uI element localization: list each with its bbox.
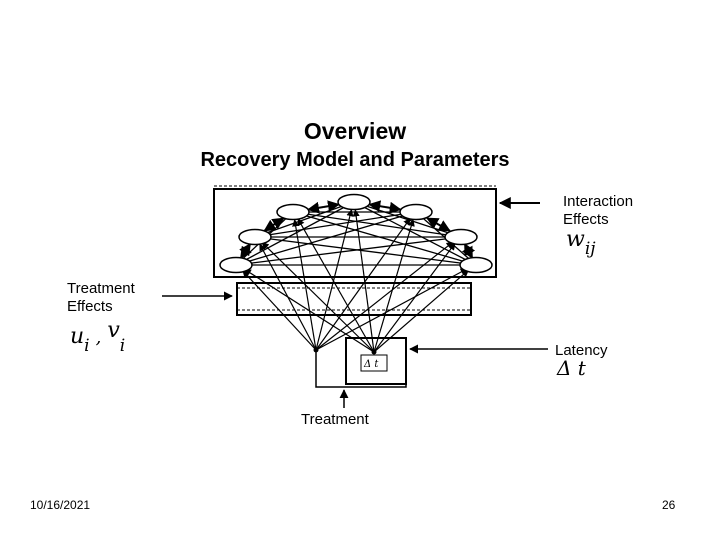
network-node — [337, 193, 371, 211]
symbol-separator: , — [96, 327, 102, 348]
neighbor-arrow — [368, 200, 386, 213]
treatment-effects-symbol: ui,vi — [70, 318, 125, 356]
interaction-edge — [254, 236, 477, 266]
v-symbol: v — [107, 318, 120, 343]
latency-label: Latency — [555, 342, 608, 359]
treatment-edge — [373, 218, 415, 353]
treatment-edge — [315, 217, 411, 351]
treatment-edge — [315, 209, 354, 351]
treatment-edge — [261, 242, 375, 353]
treatment-effects-label-line2: Effects — [67, 298, 113, 315]
treatment-label: Treatment — [301, 411, 370, 428]
slide-subtitle: Recovery Model and Parameters — [200, 149, 510, 171]
network-node — [276, 203, 310, 221]
neighbor-arrow — [426, 217, 440, 229]
interaction-edge — [292, 211, 462, 238]
v-sub: i — [120, 336, 125, 356]
interaction-symbol-sub: ij — [585, 239, 596, 259]
neighbor-arrow — [384, 201, 402, 214]
network-edges — [235, 200, 477, 353]
neighbor-arrow — [307, 201, 324, 214]
treatment-edge — [315, 241, 454, 351]
neighbor-arrow — [437, 220, 451, 232]
interaction-edge — [353, 201, 477, 266]
slide-title: Overview — [303, 118, 407, 144]
treatment-edge — [297, 218, 375, 353]
interaction-network-box — [213, 188, 497, 278]
neighbor-arrow — [323, 200, 340, 213]
treatment-effects-box — [236, 282, 472, 316]
network-nodes — [219, 193, 493, 355]
treatment-edge — [352, 209, 375, 353]
neighbor-arrow — [239, 245, 252, 259]
network-node — [399, 203, 433, 221]
treatment-edge — [373, 242, 456, 353]
neighbor-arrow — [263, 219, 277, 232]
interaction-edge — [235, 236, 462, 266]
interaction-label-line1: Interaction — [563, 193, 633, 210]
interaction-symbol: wij — [566, 227, 596, 259]
treatment-edge — [315, 268, 468, 351]
delay-box-symbol: Δ t — [363, 359, 379, 370]
u-sub: i — [84, 336, 89, 356]
treatment-feedback-line — [315, 350, 407, 388]
neighbor-arrow — [461, 245, 474, 260]
neighbor-arrow — [463, 242, 476, 257]
u-symbol: u — [70, 324, 84, 349]
footer-date: 10/16/2021 — [30, 498, 91, 512]
network-node — [219, 256, 253, 274]
network-node — [444, 228, 478, 246]
interaction-label-line2: Effects — [563, 211, 609, 228]
interaction-symbol-base: w — [566, 227, 585, 252]
treatment-edge — [242, 270, 317, 351]
network-node — [238, 228, 272, 246]
treatment-edge — [373, 269, 469, 353]
page-number: 26 — [662, 498, 676, 512]
treatment-edge — [243, 268, 375, 353]
network-node — [459, 256, 493, 274]
delay-box — [345, 337, 407, 385]
delay-inner-box — [360, 354, 388, 372]
treatment-effects-label-line1: Treatment — [67, 280, 136, 297]
neighbor-arrow — [239, 243, 252, 257]
treatment-source-point — [371, 349, 377, 355]
latency-symbol: Δ t — [556, 356, 587, 380]
